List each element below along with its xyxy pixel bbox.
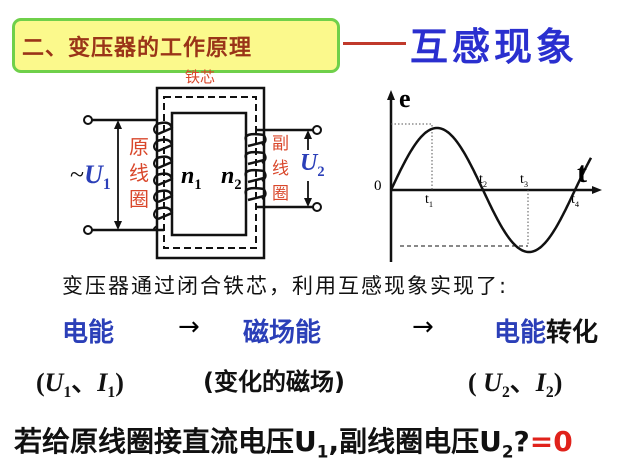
- energy-magnetic: 磁场能: [243, 318, 322, 348]
- sine-wave: [389, 126, 593, 254]
- origin-label: 0: [374, 178, 382, 194]
- primary-terminal-bottom: [83, 225, 93, 235]
- title-connector-line: [343, 42, 406, 45]
- secondary-coil: [244, 132, 267, 202]
- secondary-terminal-bottom: [312, 202, 322, 212]
- n1-label: n1: [181, 163, 202, 193]
- energy-electric-1: 电能: [62, 318, 115, 348]
- primary-quantities: (U1、I1): [36, 368, 124, 402]
- u1-label: ~U1: [70, 160, 111, 194]
- changing-field-text: (变化的磁场): [203, 368, 345, 396]
- secondary-terminal-top: [312, 125, 322, 135]
- peak-guide: [391, 123, 433, 190]
- n2-label: n2: [221, 163, 242, 193]
- secondary-quantities: ( U2、I2): [468, 368, 563, 402]
- answer-zero: =0: [529, 425, 573, 458]
- y-axis-label: e: [399, 84, 411, 113]
- arrow-2: →: [412, 312, 434, 342]
- tick-t4: t4: [571, 192, 580, 209]
- primary-coil: [153, 121, 174, 231]
- tick-t1: t1: [425, 192, 434, 209]
- x-axis-label: t: [577, 156, 587, 189]
- arrow-1: →: [178, 312, 200, 342]
- tick-t3: t3: [520, 172, 529, 189]
- question-mark: ?: [513, 425, 530, 458]
- primary-coil-label: 原线圈: [129, 135, 149, 211]
- description-text: 变压器通过闭合铁芯，利用互感现象实现了:: [62, 274, 509, 298]
- energy-electric-2: 电能转化: [494, 318, 599, 348]
- emf-graph: [387, 90, 602, 262]
- subtitle: 互感现象: [410, 24, 579, 69]
- flux-path: [163, 96, 257, 249]
- dc-question: 若给原线圈接直流电压U1,副线圈电压U2?=0: [14, 425, 573, 462]
- title-box: [12, 18, 340, 73]
- secondary-coil-label: 副线圈: [272, 134, 289, 204]
- iron-core-label: 铁芯: [185, 68, 216, 86]
- tick-t2: t2: [479, 172, 488, 189]
- primary-terminal-top: [83, 115, 93, 125]
- slide-title: 二、变压器的工作原理: [22, 36, 253, 61]
- u2-label: U2: [300, 150, 325, 181]
